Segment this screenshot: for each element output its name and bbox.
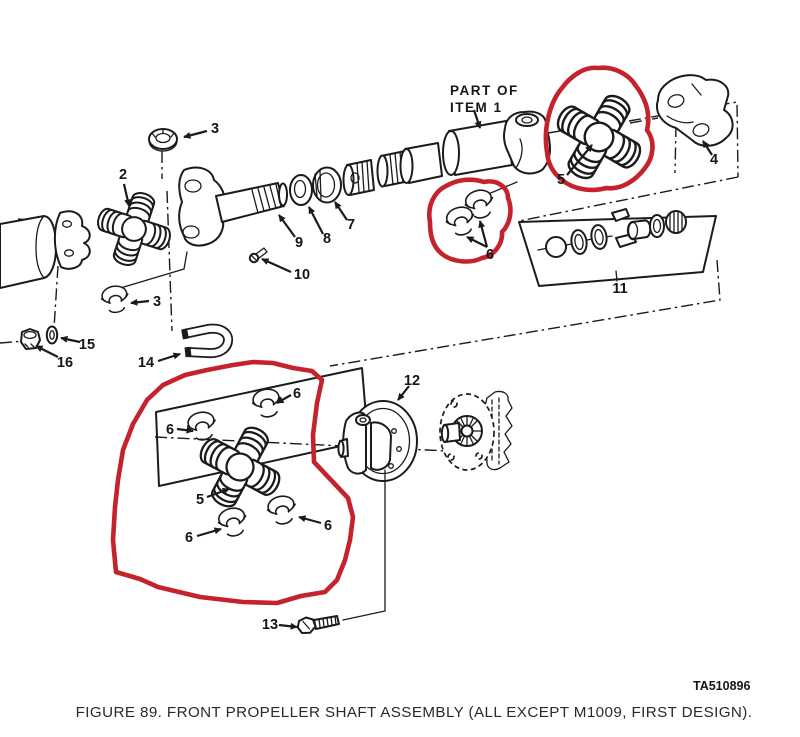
callout-label: 13 [262,617,278,633]
callout-label: 3 [153,294,161,310]
callout-label: 16 [57,355,73,371]
callout-label: 8 [323,231,331,247]
figure-caption: FIGURE 89. FRONT PROPELLER SHAFT ASSEMBL… [76,704,753,721]
callout-label: 6 [293,386,301,402]
retainer-clips-6-upper [442,181,518,239]
leader-arrows [35,109,713,630]
callout-label: 5 [557,172,565,188]
callout-label: 7 [347,217,355,233]
axle-tube-stub [0,215,57,289]
part-of-item-1-note: PART OF ITEM 1 [450,83,519,115]
callout-label: 3 [211,121,219,137]
slip-sleeve [399,142,443,184]
line-art [0,74,734,634]
bolt-13 [296,615,340,634]
dust-cap-7 [312,166,342,204]
callout-label: 11 [612,281,627,297]
red-highlight-annotations [110,65,655,606]
callout-label: 12 [404,373,420,389]
callout-label: 15 [79,337,95,353]
red-circle-lower-group [110,359,356,606]
slotted-ring-3-top [148,128,178,152]
callout-label: 9 [295,235,303,251]
note-line-1: PART OF [450,83,519,98]
callout-label: 6 [486,247,494,263]
flange-yoke-12 [337,400,418,482]
repair-kit-box-11 [518,208,717,287]
washer-8 [289,174,313,206]
set-screw-10 [248,247,268,264]
yoke-4 [656,74,734,147]
note-line-2: ITEM 1 [450,100,503,115]
splined-bushing [342,159,375,196]
u-bolt-14 [181,323,234,359]
callout-label: 5 [196,492,204,508]
slip-yoke-shaft-9 [178,166,288,247]
callout-label: 10 [294,267,310,283]
callout-label: 6 [185,530,193,546]
propeller-tube-item-1 [442,120,513,176]
tube-end-yoke [503,110,551,175]
callout-label: 6 [324,518,332,534]
callout-label: 6 [166,422,174,438]
nut-16 [20,328,41,350]
red-circle-item6-upper [427,177,513,264]
washer-15 [45,325,59,345]
companion-flange [439,393,495,471]
callout-label: 14 [138,355,154,371]
drawing-number: TA510896 [693,679,750,693]
callout-labels: 2 3 3 4 5 5 6 6 6 6 6 7 8 9 10 11 12 13 … [57,121,718,633]
bearing-strap [53,210,91,270]
red-circle-item5-upper [543,65,655,193]
callout-label: 4 [710,152,718,168]
callout-label: 2 [119,167,127,183]
